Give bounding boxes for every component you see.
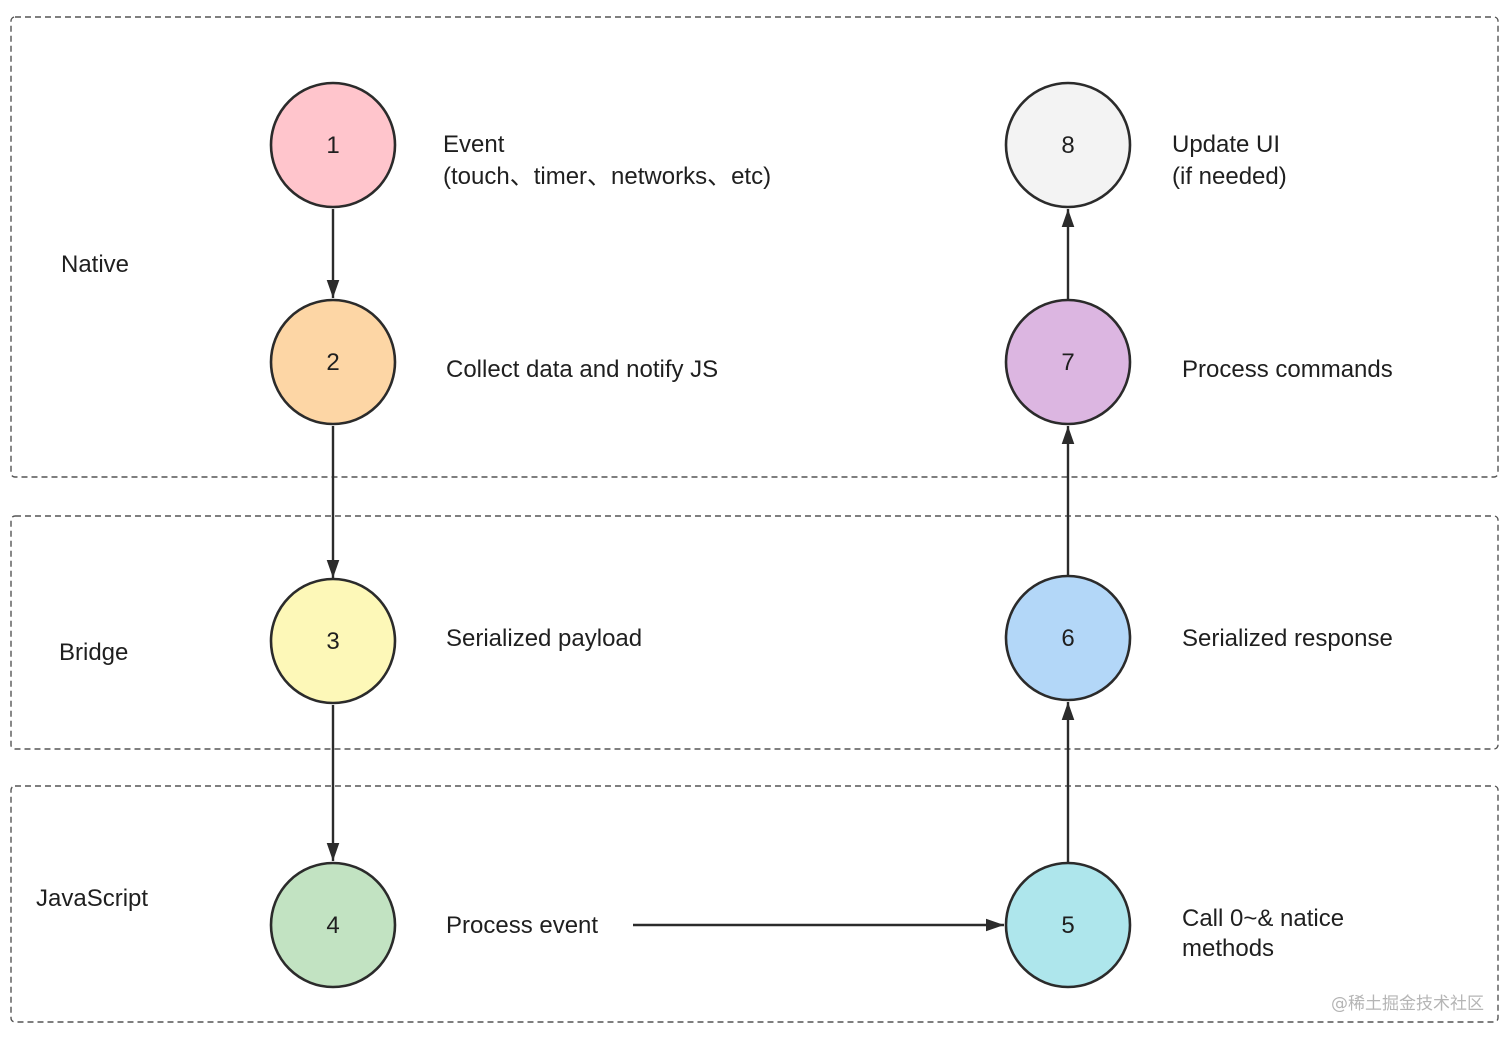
node-5-description-line-2: methods — [1182, 935, 1274, 962]
native-lane-box — [10, 16, 1499, 478]
node-8-description-line-1: Update UI — [1172, 131, 1280, 158]
node-5: 5 — [1004, 861, 1132, 989]
node-1-description-line-2: (touch、timer、networks、etc) — [443, 163, 771, 190]
watermark: @稀土掘金技术社区 — [1331, 994, 1484, 1014]
node-5-number: 5 — [1061, 912, 1074, 939]
node-4-description: Process event — [446, 912, 598, 939]
node-3: 3 — [269, 577, 397, 705]
lane-label-bridge: Bridge — [59, 639, 128, 666]
node-8-description-line-2: (if needed) — [1172, 163, 1287, 190]
node-1-number: 1 — [326, 132, 339, 159]
node-4-circle — [269, 861, 397, 989]
node-2-circle — [269, 298, 397, 426]
node-1: 1 — [269, 81, 397, 209]
node-7-circle — [1004, 298, 1132, 426]
node-1-circle — [269, 81, 397, 209]
node-7-description: Process commands — [1182, 356, 1393, 383]
node-3-description: Serialized payload — [446, 625, 642, 652]
node-4: 4 — [269, 861, 397, 989]
node-2: 2 — [269, 298, 397, 426]
node-8: 8 — [1004, 81, 1132, 209]
node-3-circle — [269, 577, 397, 705]
bridge-lane-box — [10, 515, 1499, 750]
node-6: 6 — [1004, 574, 1132, 702]
node-7: 7 — [1004, 298, 1132, 426]
node-6-number: 6 — [1061, 625, 1074, 652]
arrows — [326, 209, 1075, 932]
node-7-number: 7 — [1061, 349, 1074, 376]
node-3-number: 3 — [326, 628, 339, 655]
lane-label-native: Native — [61, 251, 129, 278]
javascript-lane-box — [10, 785, 1499, 1023]
node-1-description-line-1: Event — [443, 131, 505, 158]
lane-label-javascript: JavaScript — [36, 885, 148, 912]
node-8-number: 8 — [1061, 132, 1074, 159]
node-8-circle — [1004, 81, 1132, 209]
node-5-circle — [1004, 861, 1132, 989]
node-6-description: Serialized response — [1182, 625, 1393, 652]
node-2-description: Collect data and notify JS — [446, 356, 718, 383]
node-6-circle — [1004, 574, 1132, 702]
node-5-description-line-1: Call 0~& natice — [1182, 905, 1344, 932]
node-4-number: 4 — [326, 912, 339, 939]
node-2-number: 2 — [326, 349, 339, 376]
